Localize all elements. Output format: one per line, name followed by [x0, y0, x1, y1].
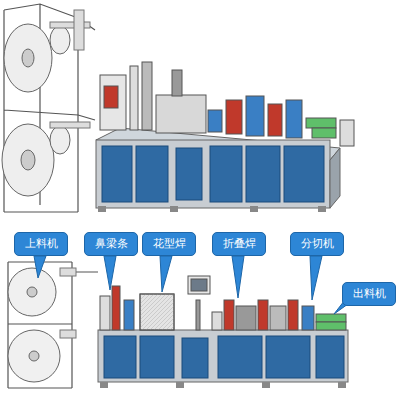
callout-text: 鼻梁条 [95, 237, 128, 250]
callout-text: 出料机 [353, 287, 386, 300]
callout-bubble: 折叠焊 [212, 232, 266, 256]
callout-bubble: 出料机 [342, 282, 396, 306]
callout-text: 折叠焊 [223, 237, 256, 250]
callout-bubble: 上料机 [14, 232, 68, 256]
callout-text: 上料机 [25, 237, 58, 250]
callout-bubble: 鼻梁条 [84, 232, 138, 256]
callout-text: 分切机 [301, 237, 334, 250]
callout-text: 花型焊 [153, 237, 186, 250]
callout-bubble: 花型焊 [142, 232, 196, 256]
callout-bubble: 分切机 [290, 232, 344, 256]
